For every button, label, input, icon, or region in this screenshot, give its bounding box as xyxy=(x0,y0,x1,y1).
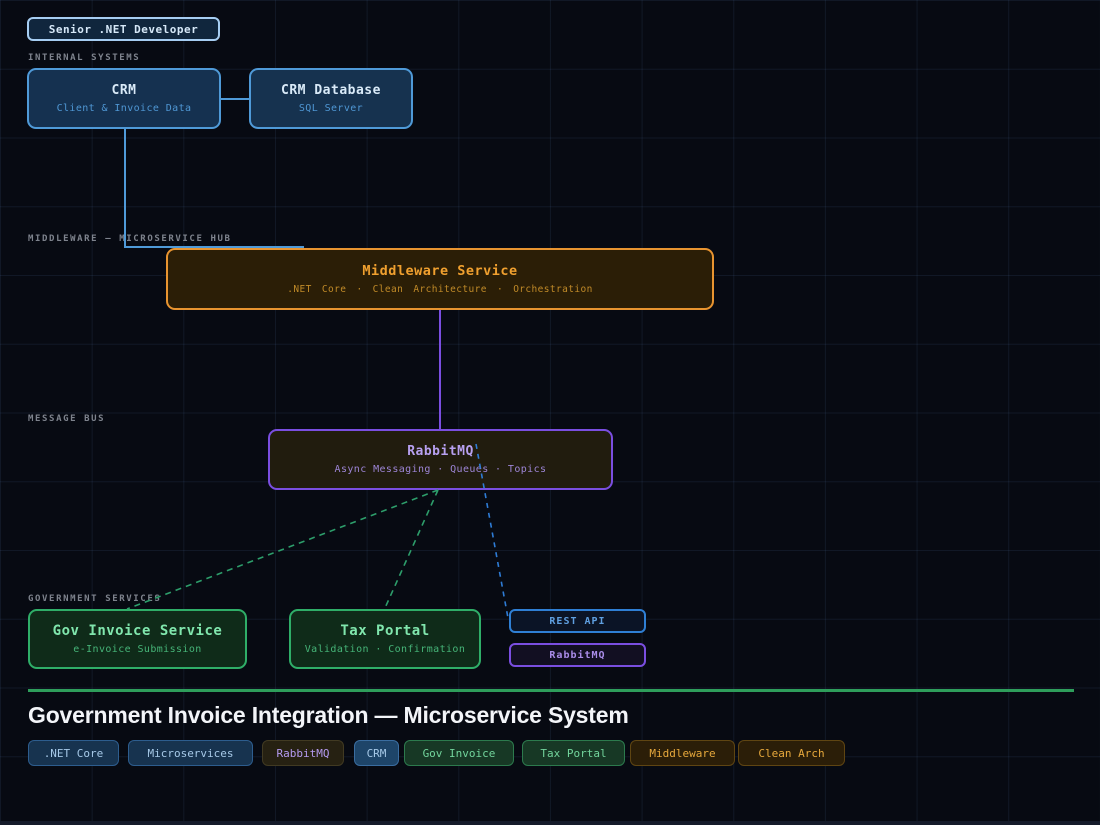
node-tax-portal[interactable]: Tax Portal Validation · Confirmation xyxy=(289,609,481,669)
node-middleware-subtitle: .NET Core · Clean Architecture · Orchest… xyxy=(287,284,593,295)
tag-crm[interactable]: CRM xyxy=(354,740,399,766)
legend-rest-api[interactable]: REST API xyxy=(509,609,646,633)
node-crm-subtitle: Client & Invoice Data xyxy=(56,103,192,114)
tag-microservices-label: Microservices xyxy=(147,746,234,760)
section-label-government-services: GOVERNMENT SERVICES xyxy=(28,594,162,604)
footer-divider xyxy=(28,689,1074,692)
section-label-message-bus: MESSAGE BUS xyxy=(28,414,106,424)
node-tax-portal-title: Tax Portal xyxy=(340,623,430,639)
tag-crm-label: CRM xyxy=(366,746,387,760)
tag-middleware[interactable]: Middleware xyxy=(630,740,735,766)
node-crm-database[interactable]: CRM Database SQL Server xyxy=(249,68,413,129)
node-tax-portal-subtitle: Validation · Confirmation xyxy=(304,644,466,655)
role-badge[interactable]: Senior .NET Developer xyxy=(27,17,220,41)
tag-middleware-label: Middleware xyxy=(649,746,716,760)
node-rabbitmq-subtitle: Async Messaging · Queues · Topics xyxy=(334,464,547,475)
tag-microservices[interactable]: Microservices xyxy=(128,740,253,766)
node-middleware-service[interactable]: Middleware Service .NET Core · Clean Arc… xyxy=(166,248,714,310)
node-crm-database-subtitle: SQL Server xyxy=(298,103,364,114)
tag-gov-invoice[interactable]: Gov Invoice xyxy=(404,740,514,766)
legend-rabbitmq[interactable]: RabbitMQ xyxy=(509,643,646,667)
tag-gov-invoice-label: Gov Invoice xyxy=(422,746,496,760)
bottom-edge-strip xyxy=(0,821,1100,825)
node-crm-database-title: CRM Database xyxy=(281,83,381,98)
legend-rest-api-label: REST API xyxy=(549,615,606,627)
tag-dotnet-core-label: .NET Core xyxy=(43,746,104,760)
node-middleware-title: Middleware Service xyxy=(362,263,518,279)
section-label-middleware-hub: MIDDLEWARE — MICROSERVICE HUB xyxy=(28,234,232,244)
tag-tax-portal-label: Tax Portal xyxy=(540,746,607,760)
node-gov-invoice-service[interactable]: Gov Invoice Service e-Invoice Submission xyxy=(28,609,247,669)
role-badge-label: Senior .NET Developer xyxy=(48,22,199,36)
tag-rabbitmq[interactable]: RabbitMQ xyxy=(262,740,344,766)
tag-dotnet-core[interactable]: .NET Core xyxy=(28,740,119,766)
legend-rabbitmq-label: RabbitMQ xyxy=(549,649,606,661)
tag-tax-portal[interactable]: Tax Portal xyxy=(522,740,625,766)
node-rabbitmq[interactable]: RabbitMQ Async Messaging · Queues · Topi… xyxy=(268,429,613,490)
node-gov-invoice-title: Gov Invoice Service xyxy=(52,623,223,639)
section-label-internal-systems: INTERNAL SYSTEMS xyxy=(28,53,141,63)
tag-rabbitmq-label: RabbitMQ xyxy=(276,746,330,760)
tag-clean-arch-label: Clean Arch xyxy=(758,746,825,760)
node-crm-title: CRM xyxy=(111,83,137,98)
page-title: Government Invoice Integration — Microse… xyxy=(28,702,629,728)
node-rabbitmq-title: RabbitMQ xyxy=(407,444,474,459)
node-gov-invoice-subtitle: e-Invoice Submission xyxy=(73,644,202,655)
tag-clean-arch[interactable]: Clean Arch xyxy=(738,740,845,766)
node-crm[interactable]: CRM Client & Invoice Data xyxy=(27,68,221,129)
